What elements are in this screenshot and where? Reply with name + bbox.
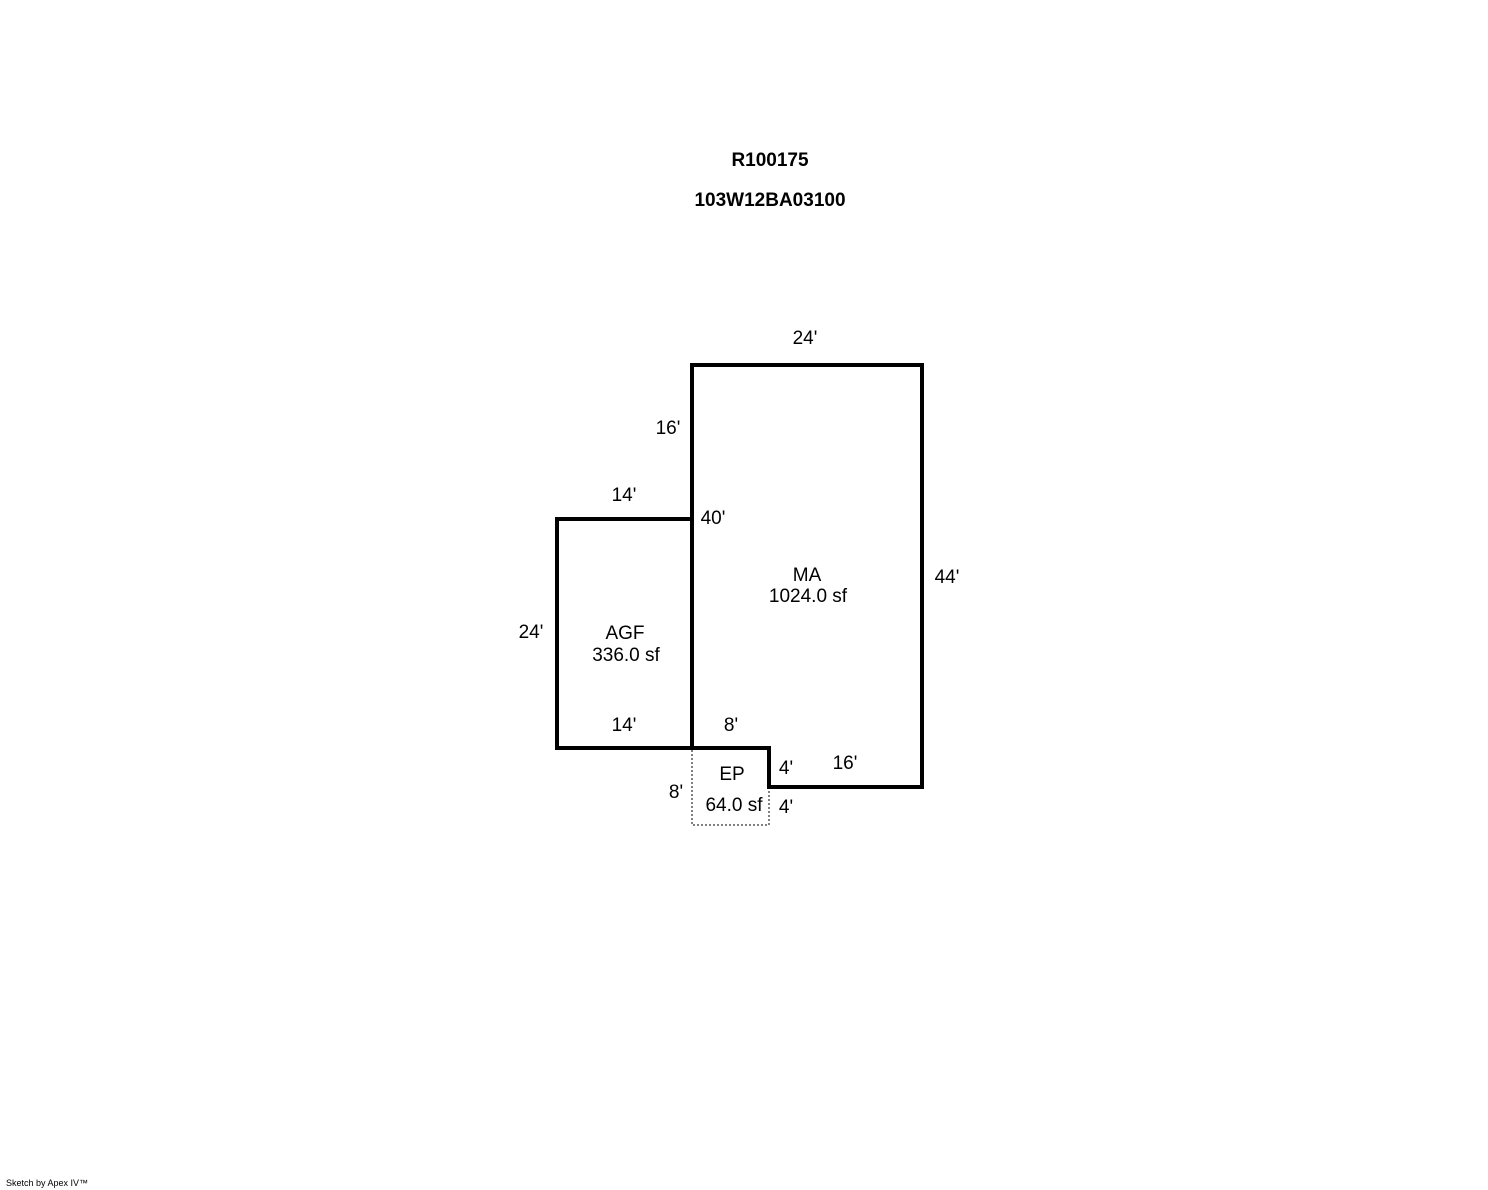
ep-outline [691,747,770,826]
ma-outline [690,363,924,789]
dim-ma-notch-side: 4' [779,758,793,779]
ep-label: EP [719,764,744,785]
dim-ep-right: 4' [779,797,793,818]
ma-label: MA [793,565,822,586]
ma-area: 1024.0 sf [769,586,848,607]
ep-area: 64.0 sf [705,795,763,816]
dim-agf-bottom: 14' [612,715,637,736]
dim-ma-left-lower: 40' [701,508,726,529]
dim-ma-top: 24' [793,328,818,349]
agf-outline [555,517,692,750]
account-id: R100175 [731,150,809,171]
dim-ep-left: 8' [669,782,683,803]
dim-ma-left-upper: 16' [656,418,681,439]
sketch-credit: Sketch by Apex IV™ [6,1178,89,1188]
dim-ma-notch-bottom: 8' [724,715,738,736]
dim-agf-left: 24' [519,622,544,643]
dim-agf-top: 14' [612,485,637,506]
dim-ma-right: 44' [935,567,960,588]
agf-area: 336.0 sf [592,645,660,666]
dim-ma-bottom: 16' [833,753,858,774]
agf-label: AGF [605,623,644,644]
map-tax-lot: 103W12BA03100 [694,190,846,211]
